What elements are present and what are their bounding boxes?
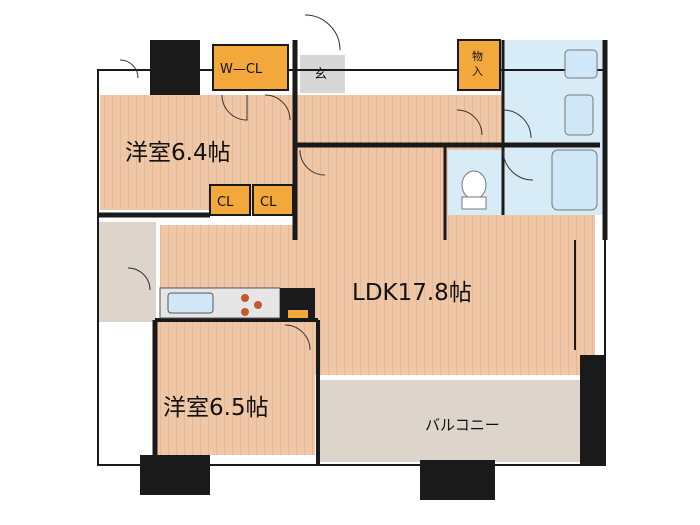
washbasin-icon — [564, 49, 598, 79]
western-room-2-label: 洋室6.5帖 — [163, 395, 269, 421]
hallway-floor — [295, 95, 505, 150]
entrance-floor — [300, 55, 345, 93]
storage-label-bottom: 入 — [472, 65, 483, 78]
column-top-left — [150, 40, 200, 95]
sink-icon — [167, 292, 214, 314]
walls — [97, 40, 608, 466]
balcony-floor — [318, 380, 600, 462]
toilet-tank-icon — [461, 196, 487, 210]
left-terrace — [98, 222, 156, 322]
balcony-label: バルコニー — [425, 416, 500, 434]
closet-1-label: CL — [217, 195, 234, 210]
walk-in-closet — [212, 44, 289, 91]
door-swings — [119, 14, 534, 351]
entrance-label: 玄 — [314, 67, 327, 82]
column-bottom-left — [140, 455, 210, 495]
storage-label-top: 物 — [472, 49, 483, 63]
western-room-2-floor — [155, 320, 315, 455]
ldk-label: LDK17.8帖 — [352, 280, 472, 306]
bathtub-icon — [551, 149, 598, 211]
column-bottom-right — [420, 460, 495, 500]
closet-2-label: CL — [260, 195, 277, 210]
toilet-icon — [461, 170, 487, 200]
washer-icon — [564, 94, 594, 136]
closet-2 — [252, 184, 294, 216]
burner-icon — [254, 301, 262, 309]
western-room-1-label: 洋室6.4帖 — [125, 140, 231, 166]
burner-icon — [241, 294, 249, 302]
burner-icon — [241, 308, 249, 316]
walk-in-closet-label: W—CL — [220, 62, 263, 77]
fridge-tag — [288, 310, 308, 318]
closet-1 — [209, 184, 251, 216]
column-ldk-corner — [580, 355, 605, 465]
storage-closet — [457, 39, 501, 91]
